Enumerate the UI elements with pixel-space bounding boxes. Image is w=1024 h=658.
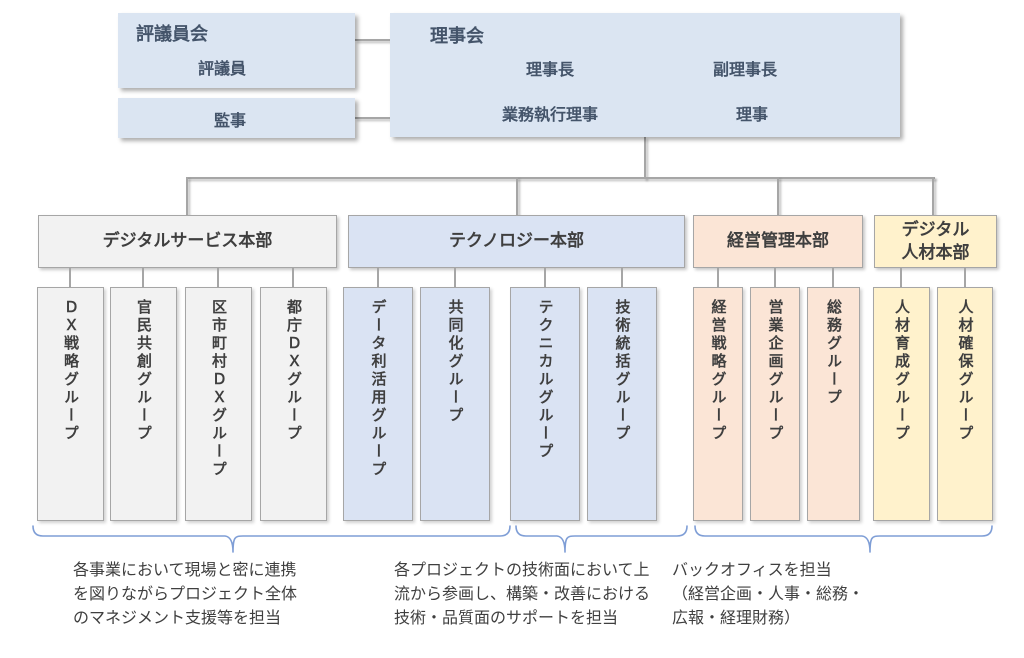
group-label: 経営戦略グループ — [709, 299, 727, 443]
group-box-public-private: 官民共創グループ — [110, 287, 177, 521]
division-header-technology: テクノロジー本部 — [348, 215, 685, 268]
group-label: テクニカルグループ — [536, 299, 554, 461]
board-role-president: 理事長 — [525, 62, 575, 79]
group-box-hr-acquisition: 人材確保グループ — [937, 287, 993, 521]
brace-technical-groups — [515, 525, 688, 553]
tick — [544, 268, 546, 287]
tick — [900, 268, 902, 287]
tick — [717, 268, 719, 287]
group-box-data-utilization: データ利活用グループ — [343, 287, 413, 521]
group-label: 都庁ＤＸグループ — [285, 299, 302, 443]
tick — [774, 268, 776, 287]
group-box-standardization: 共同化グループ — [420, 287, 490, 521]
council-member-label: 評議員 — [197, 61, 247, 78]
group-box-hr-development: 人材育成グループ — [873, 287, 930, 521]
group-label: 区市町村ＤＸグループ — [210, 299, 227, 479]
group-label: 技術統括グループ — [613, 299, 631, 443]
tick — [217, 268, 219, 287]
group-label: 共同化グループ — [446, 299, 464, 425]
board-role-director: 理事 — [735, 107, 769, 124]
connector-drop-hr — [932, 177, 934, 215]
group-label: 総務グループ — [825, 299, 842, 407]
connector-board-down — [644, 137, 646, 179]
group-box-tech-supervision: 技術統括グループ — [587, 287, 657, 521]
council-box: 評議員会 評議員 — [118, 13, 355, 88]
connector-drop-technology — [516, 177, 518, 215]
tick — [832, 268, 834, 287]
council-title: 評議員会 — [136, 24, 208, 44]
tick — [964, 268, 966, 287]
division-header-hr: デジタル 人材本部 — [874, 215, 997, 268]
group-label: 人材育成グループ — [893, 299, 910, 443]
board-box: 理事会 理事長 副理事長 業務執行理事 理事 — [390, 13, 900, 137]
tick — [142, 268, 144, 287]
note-backoffice: バックオフィスを担当 （経営企画・人事・総務・ 広報・経理財務） — [672, 562, 865, 627]
auditor-label: 監事 — [213, 113, 247, 130]
tick — [377, 268, 379, 287]
division-header-management: 経営管理本部 — [693, 215, 863, 268]
tick — [621, 268, 623, 287]
note-project-management: 各事業において現場と密に連携 を図りながらプロジェクト全体 のマネジメント支援等… — [73, 562, 298, 627]
brace-backoffice-groups — [694, 525, 993, 553]
group-label: ＤＸ戦略グループ — [62, 299, 79, 443]
tick — [292, 268, 294, 287]
connector-drop-management — [777, 177, 779, 215]
group-box-metro-dx: 都庁ＤＸグループ — [260, 287, 327, 521]
group-box-municipal-dx: 区市町村ＤＸグループ — [185, 287, 252, 521]
group-label: データ利活用グループ — [369, 299, 387, 479]
group-box-dx-strategy: ＤＸ戦略グループ — [37, 287, 104, 521]
board-title: 理事会 — [430, 26, 484, 46]
connector-council-board — [355, 39, 390, 41]
group-label: 官民共創グループ — [135, 299, 152, 443]
connector-bus — [186, 177, 935, 179]
group-label: 営業企画グループ — [766, 299, 784, 443]
group-box-technical: テクニカルグループ — [510, 287, 580, 521]
brace-project-groups — [32, 525, 511, 553]
connector-auditor-board — [355, 117, 390, 119]
group-label: 人材確保グループ — [956, 299, 974, 443]
note-technical-support: 各プロジェクトの技術面において上 流から参画し、構築・改善における 技術・品質面… — [394, 562, 651, 627]
board-role-vice-president: 副理事長 — [712, 62, 778, 79]
tick — [69, 268, 71, 287]
auditor-box: 監事 — [118, 98, 355, 138]
board-role-executive-director: 業務執行理事 — [501, 107, 599, 124]
tick — [454, 268, 456, 287]
division-header-digital-service: デジタルサービス本部 — [38, 215, 337, 268]
group-box-corporate-strategy: 経営戦略グループ — [693, 287, 743, 521]
group-box-sales-planning: 営業企画グループ — [750, 287, 800, 521]
connector-drop-digital-service — [186, 177, 188, 215]
group-box-general-affairs: 総務グループ — [807, 287, 860, 521]
